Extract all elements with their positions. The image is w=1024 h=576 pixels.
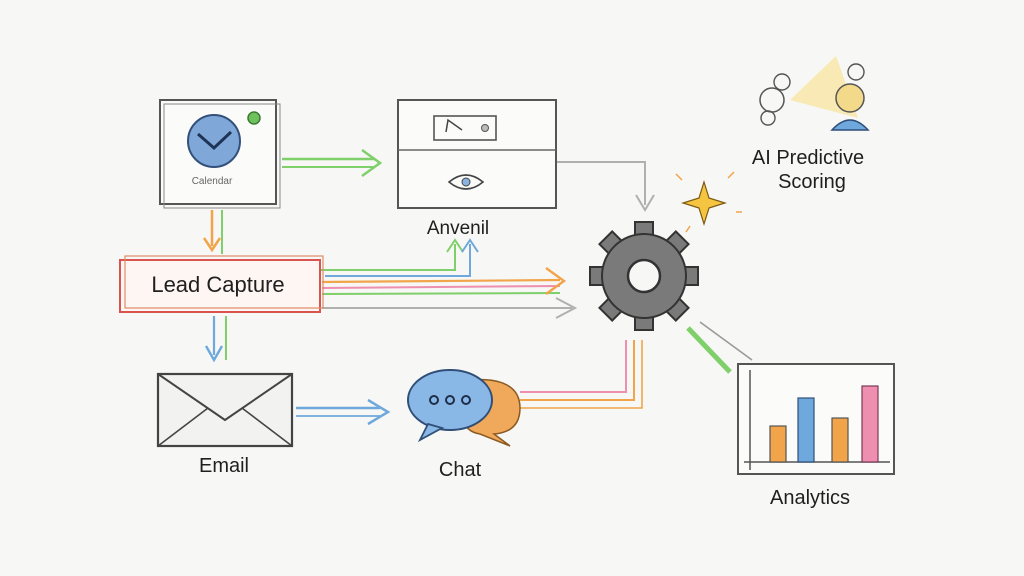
email-node: Email: [156, 372, 294, 477]
lead-capture-node: Lead Capture: [119, 255, 324, 313]
gear-icon: [589, 221, 699, 331]
ai-label-line2: Scoring: [778, 171, 846, 193]
form-node: [397, 99, 557, 209]
connector-portal-to-form: [282, 148, 383, 178]
connector-gear-to-analytics: [686, 321, 753, 374]
envelope-icon: [156, 372, 294, 448]
eye-icon: [447, 174, 485, 190]
connector-lead-to-email: [204, 316, 227, 363]
checkmark-shield-icon: [187, 111, 261, 168]
bar-chart-icon: [769, 385, 879, 463]
form-label: Anvenil: [427, 218, 489, 239]
connector-lead-to-gear: [321, 267, 578, 319]
connector-form-to-gear: [556, 161, 655, 212]
chat-label: Chat: [439, 459, 482, 481]
email-label: Email: [199, 455, 249, 477]
analytics-label: Analytics: [770, 487, 850, 509]
brain-head-icon: [759, 56, 870, 131]
portal-node: Calendar: [159, 99, 281, 209]
connector-chat-to-gear: [520, 340, 643, 409]
ai-label-line1: AI Predictive: [752, 147, 864, 169]
lead-capture-label: Lead Capture: [151, 272, 284, 297]
chat-bubbles-icon: [407, 369, 521, 447]
document-panel-icon: [433, 115, 497, 141]
connector-portal-to-lead: [202, 210, 223, 254]
sparkle-icon: [675, 171, 742, 233]
chat-node: Chat: [407, 369, 521, 481]
connector-lead-to-form: [318, 238, 479, 277]
connector-email-to-chat: [296, 398, 391, 426]
analytics-node: Analytics: [737, 363, 895, 509]
portal-caption: Calendar: [192, 176, 233, 187]
